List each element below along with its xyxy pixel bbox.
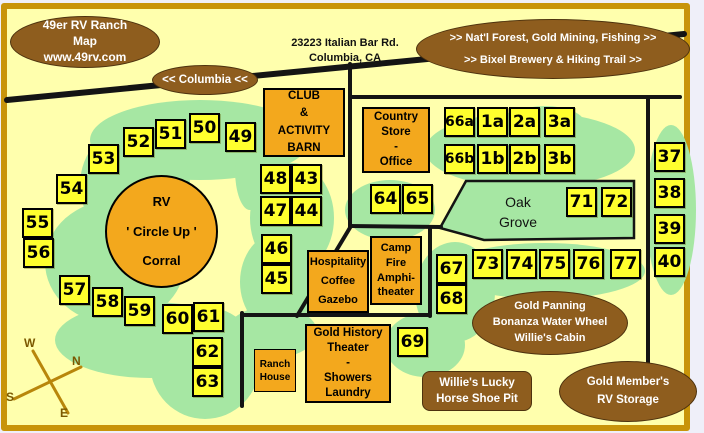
site-2a: 2a bbox=[509, 107, 540, 137]
site-74: 74 bbox=[506, 249, 537, 279]
site-59: 59 bbox=[124, 296, 155, 326]
site-45: 45 bbox=[261, 264, 292, 294]
site-55: 55 bbox=[22, 208, 53, 238]
site-1a: 1a bbox=[477, 107, 508, 137]
gold-members-rv-storage-sign: Gold Member's RV Storage bbox=[559, 361, 697, 422]
site-75: 75 bbox=[539, 249, 570, 279]
site-46: 46 bbox=[261, 234, 292, 264]
park-title-sign: 49er RV Ranch Map www.49rv.com bbox=[10, 16, 160, 68]
ranch-house: Ranch House bbox=[254, 349, 296, 392]
site-44: 44 bbox=[291, 196, 322, 226]
site-66a: 66a bbox=[444, 107, 475, 137]
columbia-direction-sign: << Columbia << bbox=[152, 65, 258, 95]
rv-circle-up-corral: RV ' Circle Up ' Corral bbox=[105, 175, 218, 288]
site-64: 64 bbox=[370, 184, 401, 214]
site-73: 73 bbox=[472, 249, 503, 279]
site-49: 49 bbox=[225, 122, 256, 152]
country-store-office: Country Store - Office bbox=[362, 107, 430, 173]
site-40: 40 bbox=[654, 247, 685, 277]
site-43: 43 bbox=[291, 164, 322, 194]
site-1b: 1b bbox=[477, 144, 508, 174]
site-56: 56 bbox=[23, 238, 54, 268]
site-77: 77 bbox=[610, 249, 641, 279]
site-54: 54 bbox=[56, 174, 87, 204]
gold-history-theater-showers: Gold History Theater - Showers Laundry bbox=[305, 324, 391, 403]
site-67: 67 bbox=[436, 254, 467, 284]
site-50: 50 bbox=[189, 113, 220, 143]
site-48: 48 bbox=[260, 164, 291, 194]
hospitality-gazebo: Hospitality Coffee Gazebo bbox=[307, 250, 369, 313]
site-57: 57 bbox=[59, 275, 90, 305]
site-3a: 3a bbox=[544, 107, 575, 137]
site-69: 69 bbox=[397, 327, 428, 357]
site-58: 58 bbox=[92, 287, 123, 317]
street-address: 23223 Italian Bar Rd. Columbia, CA bbox=[291, 37, 399, 64]
site-66b: 66b bbox=[444, 144, 475, 174]
site-53: 53 bbox=[88, 144, 119, 174]
site-37: 37 bbox=[654, 142, 685, 172]
site-63: 63 bbox=[192, 367, 223, 397]
site-51: 51 bbox=[155, 119, 186, 149]
compass-icon bbox=[12, 349, 83, 415]
site-52: 52 bbox=[123, 127, 154, 157]
site-76: 76 bbox=[573, 249, 604, 279]
site-65: 65 bbox=[402, 184, 433, 214]
site-47: 47 bbox=[260, 196, 291, 226]
destinations-direction-sign: >> Nat'l Forest, Gold Mining, Fishing >>… bbox=[416, 19, 690, 79]
site-2b: 2b bbox=[509, 144, 540, 174]
compass-south-label: S bbox=[6, 390, 15, 404]
site-60: 60 bbox=[162, 304, 193, 334]
site-61: 61 bbox=[193, 302, 224, 332]
club-activity-barn: CLUB & ACTIVITY BARN bbox=[263, 88, 345, 157]
site-39: 39 bbox=[654, 214, 685, 244]
horseshoe-pit-sign: Willie's Lucky Horse Shoe Pit bbox=[422, 371, 532, 411]
compass-north-label: N bbox=[72, 354, 81, 368]
compass-west-label: W bbox=[24, 336, 36, 350]
site-38: 38 bbox=[654, 178, 685, 208]
site-3b: 3b bbox=[544, 144, 575, 174]
gold-panning-sign: Gold Panning Bonanza Water Wheel Willie'… bbox=[472, 291, 628, 355]
oak-grove-label: Oak Grove bbox=[498, 194, 538, 231]
campfire-amphitheater: Camp Fire Amphi- theater bbox=[370, 236, 422, 305]
site-68: 68 bbox=[436, 284, 467, 314]
compass-east-label: E bbox=[60, 406, 69, 420]
site-72: 72 bbox=[601, 187, 632, 217]
site-71: 71 bbox=[566, 187, 597, 217]
site-62: 62 bbox=[192, 337, 223, 367]
